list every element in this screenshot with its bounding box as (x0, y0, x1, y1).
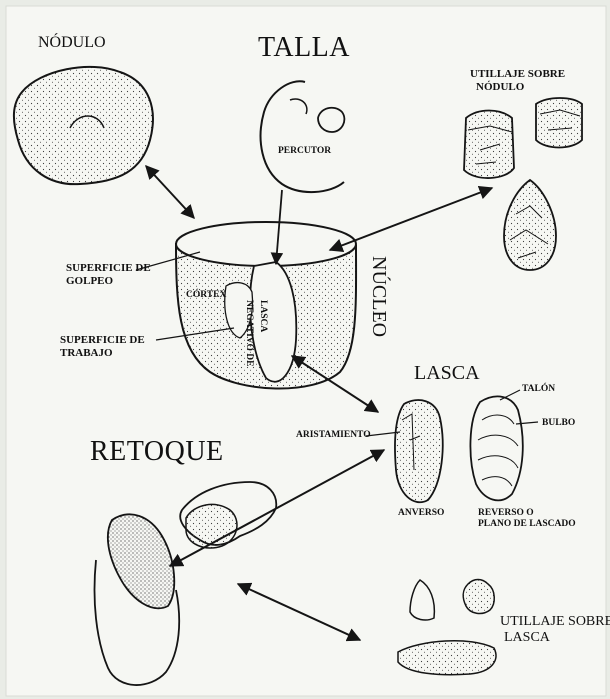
nucleo-top (176, 222, 356, 266)
lasca-anverso (395, 400, 443, 502)
label-negativo-2: LASCA (257, 300, 268, 332)
label-negativo-1: NEGATIVO DE (243, 300, 254, 366)
label-utillaje-lasca-1: UTILLAJE SOBRE (500, 614, 610, 630)
label-retoque: RETOQUE (90, 436, 224, 468)
nodulo-stone (14, 67, 153, 184)
label-utillaje-nodulo-2: NÓDULO (476, 81, 524, 94)
label-reverso-2: PLANO DE LASCADO (478, 519, 576, 530)
label-superficie-trabajo-2: TRABAJO (60, 347, 113, 360)
lasca-reverso (470, 396, 522, 500)
label-talon: TALÓN (522, 384, 555, 395)
label-utillaje-lasca-2: LASCA (504, 630, 550, 646)
label-lasca: LASCA (414, 362, 480, 385)
label-superficie-trabajo-1: SUPERFICIE DE (60, 334, 145, 347)
retoque-percutor (186, 504, 237, 548)
label-anverso: ANVERSO (398, 508, 444, 519)
label-bulbo: BULBO (542, 418, 575, 429)
core-tool-1 (464, 111, 514, 179)
label-percutor: PERCUTOR (278, 146, 331, 157)
label-talla: TALLA (258, 32, 350, 64)
lasca-tool-3 (398, 641, 496, 675)
label-superficie-golpeo-1: SUPERFICIE DE (66, 262, 151, 275)
label-utillaje-nodulo-1: UTILLAJE SOBRE (470, 68, 565, 81)
core-tool-2 (536, 98, 582, 148)
label-nodulo: NÓDULO (38, 34, 106, 52)
label-aristamiento: ARISTAMIENTO (296, 430, 371, 441)
label-reverso-1: REVERSO O (478, 508, 534, 519)
lasca-tool-2 (463, 580, 494, 614)
label-nucleo: NÚCLEO (367, 256, 390, 337)
label-cortex: CÓRTEX (186, 290, 226, 301)
label-superficie-golpeo-2: GOLPEO (66, 275, 113, 288)
